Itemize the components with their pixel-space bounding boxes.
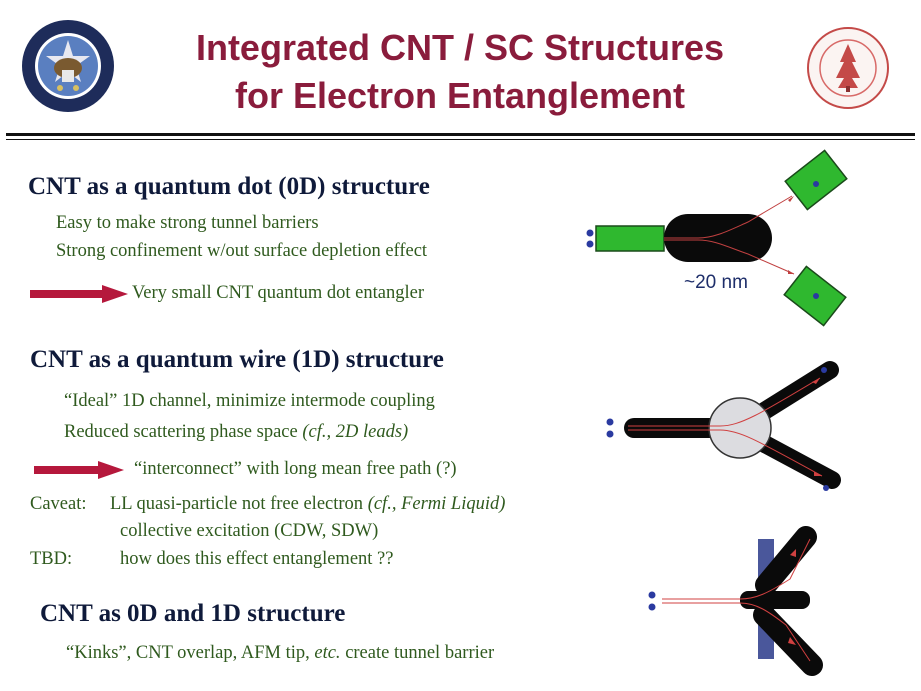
kinked-cnt-diagram: [648, 526, 823, 676]
electron-icon: [648, 591, 656, 599]
quantum-wire-diagram: [606, 361, 841, 491]
header-rule-thick: [6, 133, 915, 136]
section2-bullet2: Reduced scattering phase space (cf., 2D …: [64, 422, 409, 442]
section2-arrow-icon: [34, 461, 124, 479]
cnt-dot: [664, 214, 772, 262]
caveat-line2: collective excitation (CDW, SDW): [120, 521, 379, 541]
electron-icon: [606, 430, 614, 438]
quantum-dot-diagram: [586, 149, 848, 327]
section1-arrow-icon: [30, 285, 128, 303]
header-rule-thin: [6, 139, 915, 140]
section1-arrow-text: Very small CNT quantum dot entangler: [132, 283, 425, 303]
section1-bullet2: Strong confinement w/out surface depleti…: [56, 241, 428, 261]
scattering-region: [708, 397, 772, 459]
section3-bullet: “Kinks”, CNT overlap, AFM tip, etc. crea…: [66, 643, 495, 663]
section2-heading: CNT as a quantum wire (1D) structure: [30, 346, 444, 373]
tbd-label: TBD:: [30, 549, 73, 569]
slide-title-line1: Integrated CNT / SC Structures: [195, 27, 725, 68]
section2-arrow-text: “interconnect” with long mean free path …: [134, 459, 457, 479]
section3-heading: CNT as 0D and 1D structure: [40, 600, 346, 627]
tbd-text: how does this effect entanglement ??: [120, 549, 394, 569]
electron-icon: [606, 418, 614, 426]
section1-bullet1: Easy to make strong tunnel barriers: [56, 213, 319, 233]
electron-icon: [648, 603, 656, 611]
drain-lead-top: [784, 149, 848, 211]
dod-seal-logo: [20, 18, 116, 114]
section1-heading: CNT as a quantum dot (0D) structure: [28, 173, 430, 200]
electron-icon: [586, 240, 594, 248]
stanford-seal-logo: [806, 26, 890, 110]
size-label: ~20 nm: [684, 272, 748, 293]
source-lead: [595, 225, 665, 252]
caveat-label: Caveat:: [30, 494, 87, 514]
electron-icon: [586, 229, 594, 237]
slide-title-line2: for Electron Entanglement: [234, 75, 686, 116]
wire-source: [624, 418, 720, 438]
section2-bullet1: “Ideal” 1D channel, minimize intermode c…: [64, 391, 435, 411]
caveat-line1: LL quasi-particle not free electron (cf.…: [110, 494, 506, 514]
